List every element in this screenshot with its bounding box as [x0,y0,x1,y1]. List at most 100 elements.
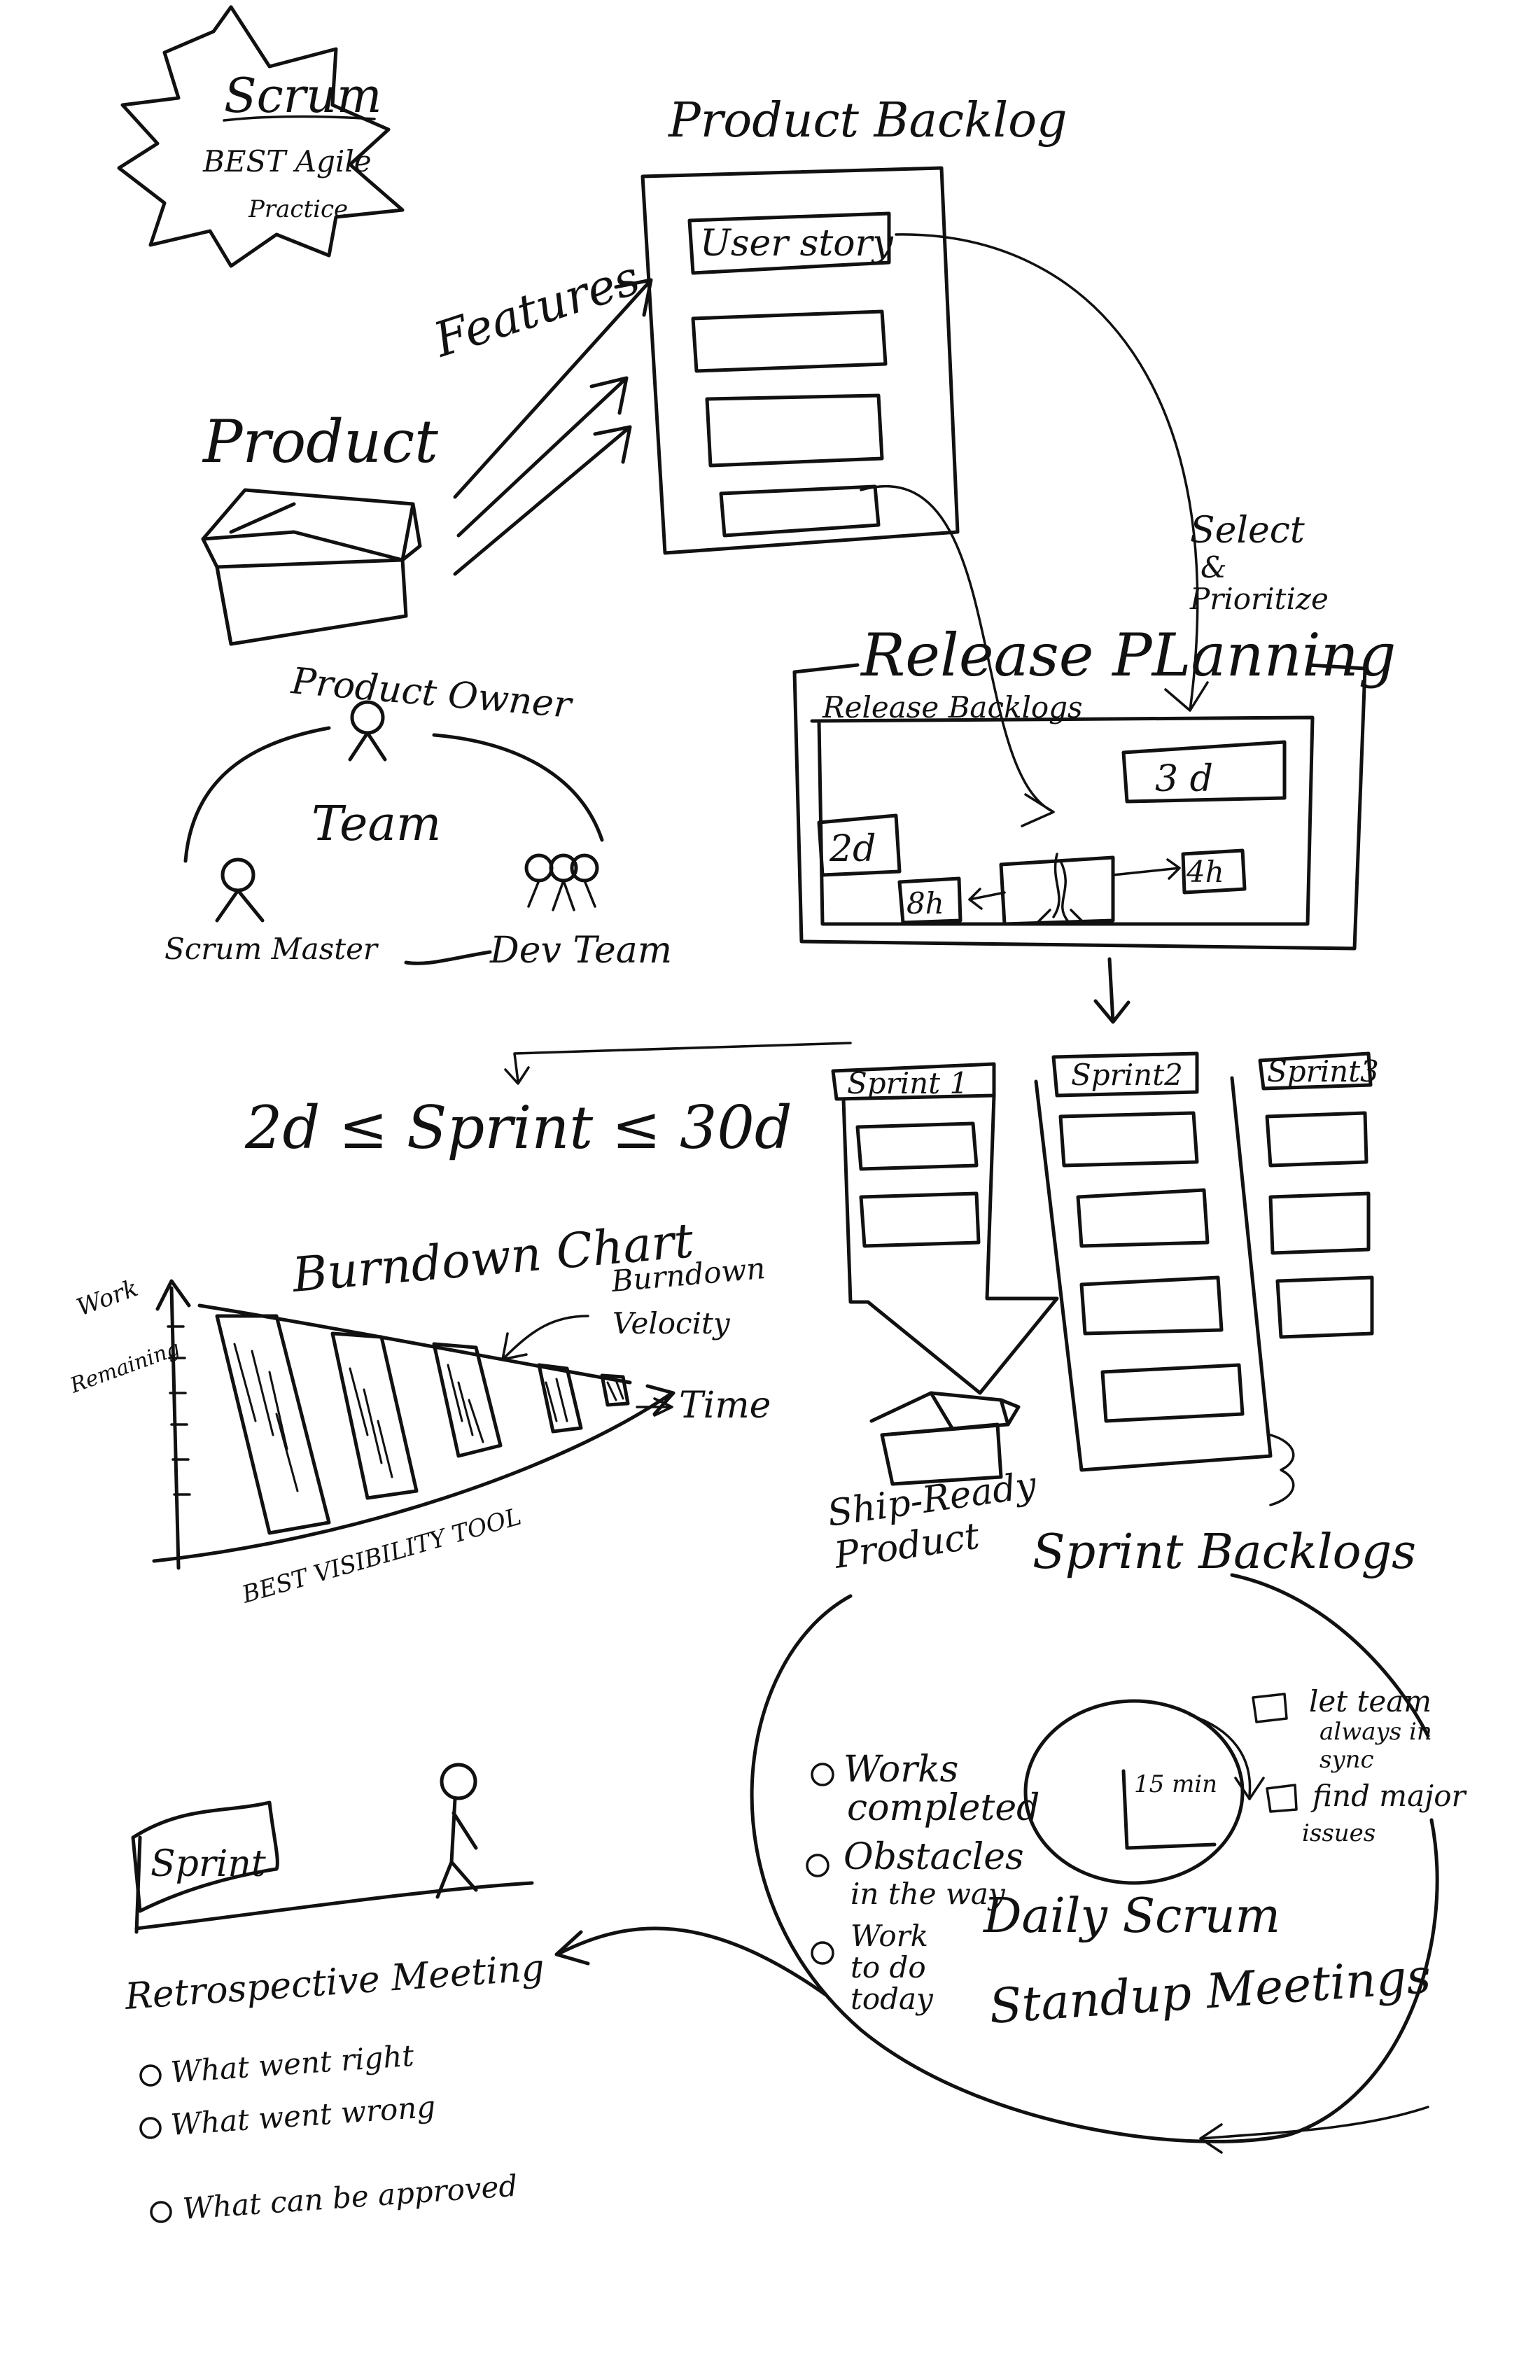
release-to-sprints-arrow [1093,957,1130,1024]
sprint-3-item-2[interactable] [1268,1191,1371,1255]
backlog-item-3[interactable] [705,393,884,468]
scrum-badge: Scrum BEST Agile Practice [117,5,405,268]
scissors-icon [1035,853,1086,925]
scrum-master-label: Scrum Master [164,932,379,966]
benefit-2-line-1: find major [1310,1779,1467,1813]
burndown-bar-5 [600,1373,630,1407]
release-planning-outer-frame [792,663,1367,951]
sprint-1-label: Sprint 1 [847,1066,968,1100]
y-ticks [167,1325,191,1496]
benefit-1: let team always in sync [1252,1684,1432,1774]
sprint-flag-label: Sprint [150,1843,266,1885]
sprint-rule: 2d ≤ Sprint ≤ 30d [244,1093,792,1162]
clock-duration: 15 min [1134,1770,1217,1798]
select-curve-arrow [895,233,1209,712]
question-1-line-1: Works [844,1749,958,1791]
backlog-item-4[interactable] [719,484,881,538]
cycle-to-retro-arrow [554,1926,828,1997]
burndown-chart: Burndown Chart Burndown Velocity Work Re… [66,1213,771,1609]
benefit-1-line-1: let team [1309,1684,1432,1718]
sprint-2-item-3[interactable] [1079,1275,1224,1336]
sprint-1-column: Sprint 1 [831,1062,1059,1395]
y-axis [155,1279,191,1570]
backlog-to-release-arrow [860,484,1055,827]
product-backlog-title: Product Backlog [667,93,1068,148]
sprint-1-item-1[interactable] [855,1121,979,1171]
features-flow: Features [426,250,653,576]
daily-question-3: Work to do today [811,1919,934,2016]
velocity-pointer-arrow [501,1315,589,1361]
estimate-2d: 2d [829,828,876,870]
backlog-item-2[interactable] [691,309,888,373]
prioritize-label: Prioritize [1189,582,1329,616]
retro-question-1: What went right [169,2038,415,2090]
feature-arrow-1 [453,278,653,499]
sprint-1-item-2[interactable] [859,1191,981,1248]
axis-arrows-double [636,1397,673,1417]
backlog-item-user-story[interactable]: User story [687,211,893,275]
sprint-3-label: Sprint3 [1267,1054,1379,1088]
sprint-rule-arrow [504,1042,852,1085]
daily-question-2: Obstacles in the way [806,1836,1024,1911]
select-prioritize-flow: Select & Prioritize [895,233,1329,712]
question-2-line-2: in the way [850,1877,1006,1911]
split-arrow-right [1112,858,1181,880]
product-section: Product [201,407,438,646]
sprint-2-label: Sprint2 [1071,1058,1183,1092]
question-3-line-3: today [850,1982,934,2016]
team-link-line [404,950,492,965]
team-label: Team [312,797,441,852]
sprint-backlogs-label: Sprint Backlogs [1032,1525,1416,1580]
sprint-3-column: Sprint3 [1258,1051,1379,1339]
sprint-1-tab[interactable]: Sprint 1 [831,1062,996,1101]
select-ampersand: & [1200,550,1226,584]
sprint-2-item-4[interactable] [1100,1363,1245,1423]
checkbox-icon [1252,1693,1288,1723]
release-planning: Release PLanning Release Backlogs 3 d 2d… [792,621,1396,951]
sprint-2-item-2[interactable] [1076,1188,1210,1248]
sprint-3-item-1[interactable] [1265,1111,1368,1168]
estimate-4h-card[interactable]: 4h [1181,848,1247,895]
daily-scrum-cycle-loop [750,1573,1439,2143]
question-2-line-1: Obstacles [844,1836,1024,1878]
release-backlogs-label: Release Backlogs [822,690,1083,724]
team-arc [183,726,604,863]
question-1-line-2: completed [847,1787,1040,1829]
user-story-label: User story [700,223,893,265]
sprint-2-item-1[interactable] [1058,1111,1199,1168]
sprint-flag-icon: Sprint [131,1800,279,1934]
scrum-master-person-icon [215,858,265,923]
estimate-8h-card[interactable]: 8h [897,876,962,925]
starburst-shape [117,5,405,268]
benefit-1-line-2: always in [1320,1718,1432,1746]
sprint-3-item-3[interactable] [1275,1275,1374,1339]
estimate-3d-card[interactable]: 3 d [1121,740,1287,804]
estimate-3d: 3 d [1155,758,1213,800]
split-story-card[interactable] [999,853,1115,926]
retrospective-title: Retrospective Meeting [123,1947,546,2018]
checkbox-icon-2 [1266,1784,1298,1813]
sprint-backlogs-brace [1269,1434,1295,1506]
benefit-2-line-2: issues [1302,1819,1376,1847]
axis-label-remaining: Remaining [66,1336,183,1399]
walking-person-icon [435,1763,478,1899]
badge-subtitle: BEST Agile [202,144,372,178]
ship-ready-box-icon [869,1391,1021,1486]
clock-icon: 15 min [1023,1699,1265,1885]
product-box-icon [201,488,422,646]
burndown-bar-3 [432,1342,503,1458]
ship-ready-section: Ship-Ready Product [825,1391,1040,1577]
release-planning-title: Release PLanning [860,621,1396,690]
axis-label-time: Time [679,1385,771,1427]
badge-title: Scrum [224,69,382,124]
estimate-2d-card[interactable]: 2d [817,813,902,877]
benefit-2: find major issues [1266,1779,1467,1847]
daily-question-1: Works completed [811,1749,1040,1829]
retro-question-3: What can be approved [181,2169,518,2226]
question-3-line-1: Work [850,1919,928,1953]
product-backlog: Product Backlog User story [640,93,1068,555]
feature-arrow-3 [453,425,632,576]
sprint-2-tab[interactable]: Sprint2 [1051,1051,1199,1098]
sprint-3-tab[interactable]: Sprint3 [1258,1051,1379,1091]
burndown-velocity-label-2: Velocity [612,1306,731,1340]
